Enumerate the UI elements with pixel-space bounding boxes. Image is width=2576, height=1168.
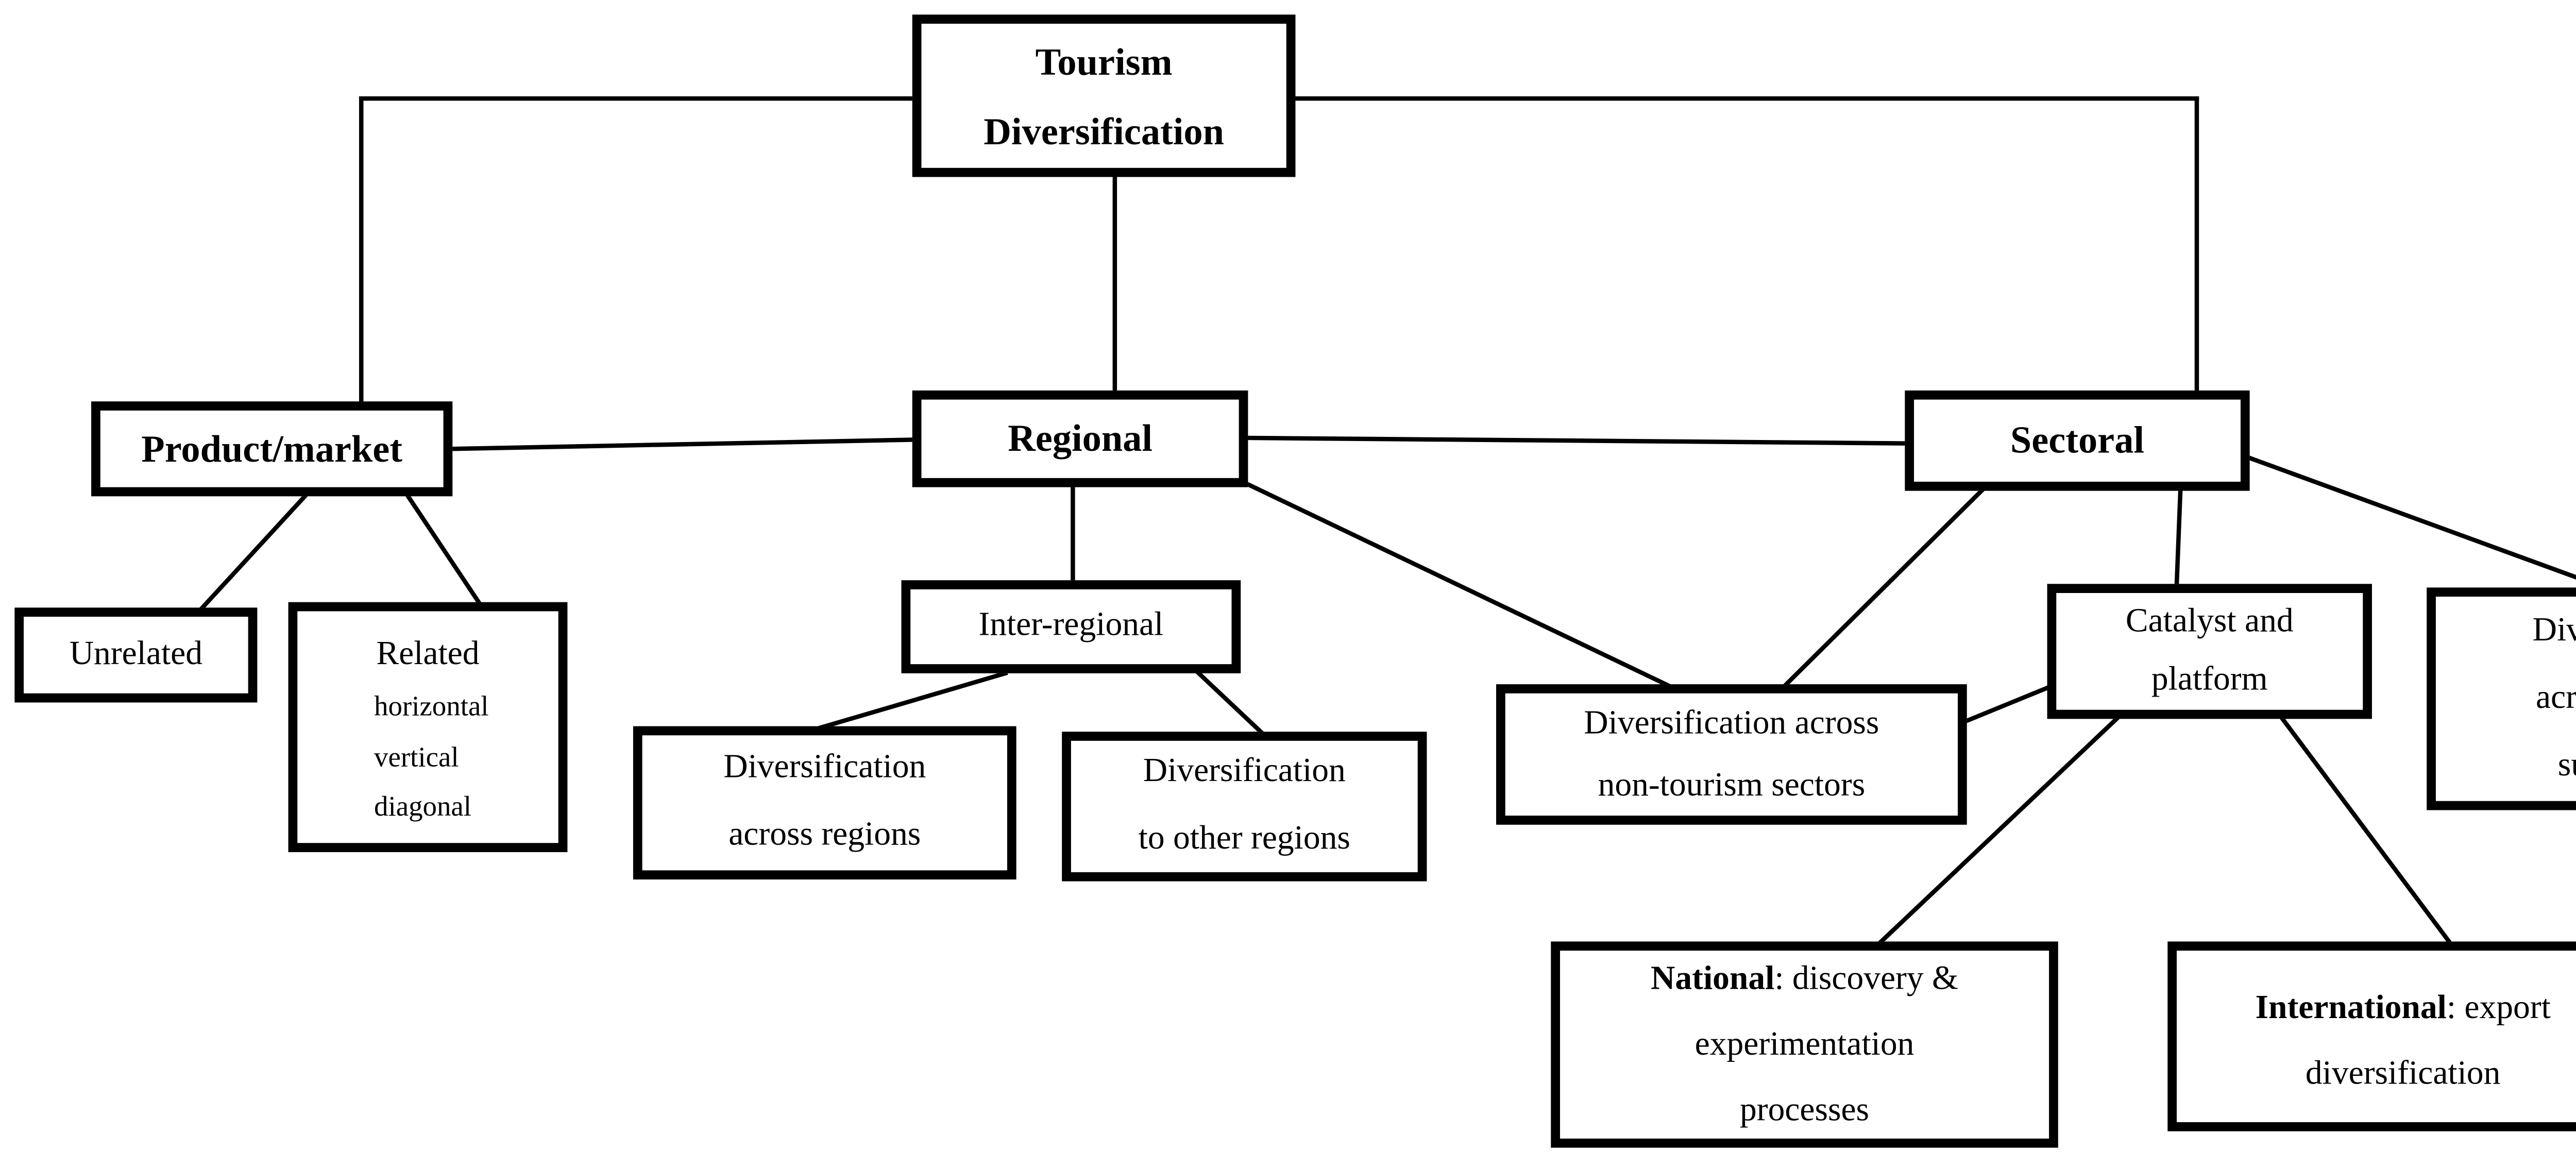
node-label-line: non-tourism sectors (1598, 767, 1866, 804)
edge-regional-non-tourism (1243, 480, 1673, 689)
node-label-line: Catalyst and (2125, 604, 2294, 641)
related-item-diagonal: diagonal (374, 792, 472, 823)
edge-regional-sectoral (1246, 435, 1907, 446)
edge-product-market-regional (450, 437, 915, 451)
node-label-line: International: export (2256, 976, 2551, 1042)
edge-inter-regional-other (1195, 670, 1266, 737)
node-label-line: sub-sectors (2557, 747, 2576, 784)
node-label-line: across tourism (2535, 680, 2576, 717)
node-label-line: Diversification (723, 750, 926, 787)
node-diversification-to-other-regions: Diversification to other regions (1062, 732, 1427, 882)
node-sectoral: Sectoral (1905, 390, 2250, 491)
node-label-line: Diversification across (1584, 705, 1879, 742)
node-related: Related horizontal vertical diagonal (288, 602, 568, 852)
edge-product-market-related (403, 491, 483, 607)
node-inter-regional: Inter-regional (901, 580, 1241, 673)
node-label-line: National: discovery & (1651, 946, 1958, 1011)
node-label-line: experimentation (1694, 1026, 1914, 1063)
edge-product-market-unrelated (197, 491, 310, 613)
node-diversification-across-regions: Diversification across regions (633, 726, 1016, 880)
node-diversification-across-tourism-sub-sectors: Diversification across tourism sub-secto… (2427, 587, 2576, 810)
node-label-line: diversification (2305, 1056, 2501, 1093)
node-label: Related (376, 636, 480, 673)
node-catalyst-and-platform: Catalyst and platform (2047, 584, 2372, 719)
node-label-line: Diversification (2532, 612, 2576, 649)
node-label-line: to other regions (1138, 821, 1350, 858)
node-national-discovery-experimentation: National: discovery & experimentation pr… (1551, 941, 2058, 1148)
node-label: Unrelated (69, 636, 202, 673)
node-label-line: Diversification (1143, 753, 1346, 790)
edge-catalyst-national (1876, 716, 2120, 946)
node-regional: Regional (912, 390, 1248, 487)
node-label: Product/market (141, 426, 403, 470)
node-label-bold: National (1651, 960, 1775, 997)
node-label-rest: : discovery & (1774, 960, 1958, 997)
related-item-vertical: vertical (374, 741, 459, 773)
edge-non-tourism-catalyst (1964, 685, 2050, 724)
node-label-line: Tourism (1035, 39, 1173, 83)
node-unrelated: Unrelated (14, 607, 258, 703)
edge-sectoral-non-tourism (1781, 486, 1987, 689)
node-label: Sectoral (2010, 418, 2145, 462)
edge-inter-regional-across (816, 670, 1008, 731)
edge-sectoral-tourism-sub (2247, 455, 2576, 580)
node-label-line: platform (2151, 662, 2268, 699)
node-label-line: processes (1739, 1092, 1870, 1129)
node-label: Regional (1008, 416, 1153, 460)
edge-sectoral-catalyst (2174, 488, 2183, 586)
node-product-market: Product/market (91, 401, 453, 497)
related-item-horizontal: horizontal (374, 691, 489, 723)
node-label-line: Diversification (984, 108, 1225, 153)
node-international-export-diversification: International: export diversification (2167, 941, 2576, 1131)
node-label: Inter-regional (978, 608, 1164, 645)
node-label-bold: International (2255, 991, 2447, 1027)
edge-catalyst-international (2279, 716, 2454, 946)
node-diversification-across-non-tourism-sectors: Diversification across non-tourism secto… (1496, 684, 1967, 825)
node-tourism-diversification: Tourism Diversification (912, 14, 1296, 177)
node-label-line: across regions (728, 817, 921, 854)
node-label-rest: : export (2446, 991, 2551, 1027)
